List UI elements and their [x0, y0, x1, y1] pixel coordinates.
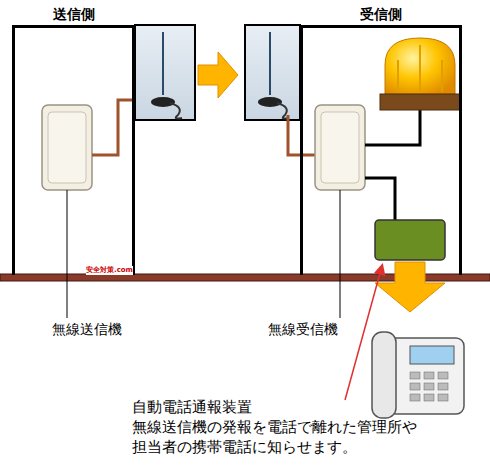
side-heading: 送信側 — [15, 6, 132, 24]
part-label: 無線受信機 — [268, 320, 338, 338]
signal-wire — [365, 178, 395, 220]
part-label: 無線送信機 — [52, 320, 122, 338]
callout-arrow — [345, 266, 382, 400]
leader-line — [67, 190, 68, 318]
transmission-arrow — [198, 52, 238, 98]
notification-arrow — [375, 262, 445, 312]
auto-dialer — [375, 220, 445, 260]
building-box: 受信側 — [300, 25, 462, 275]
watermark: 安全対策.com — [86, 266, 133, 275]
antenna-photo — [135, 25, 195, 120]
wireless-receiver — [315, 105, 365, 190]
warning-light — [380, 38, 460, 110]
leader-line — [340, 190, 341, 318]
telephone — [372, 332, 464, 418]
building-box: 送信側 — [12, 25, 135, 275]
antenna-photo — [245, 25, 300, 120]
antenna-cable — [92, 100, 135, 155]
callout-note: 無線送信機の発報を電話で離れた管理所や 担当者の携帯電話に知らせます。 — [132, 418, 462, 457]
callout-heading: 自動電話通報装置 — [132, 398, 252, 418]
wireless-transmitter — [42, 105, 92, 190]
side-heading: 受信側 — [303, 6, 459, 24]
signal-wire — [365, 110, 420, 145]
